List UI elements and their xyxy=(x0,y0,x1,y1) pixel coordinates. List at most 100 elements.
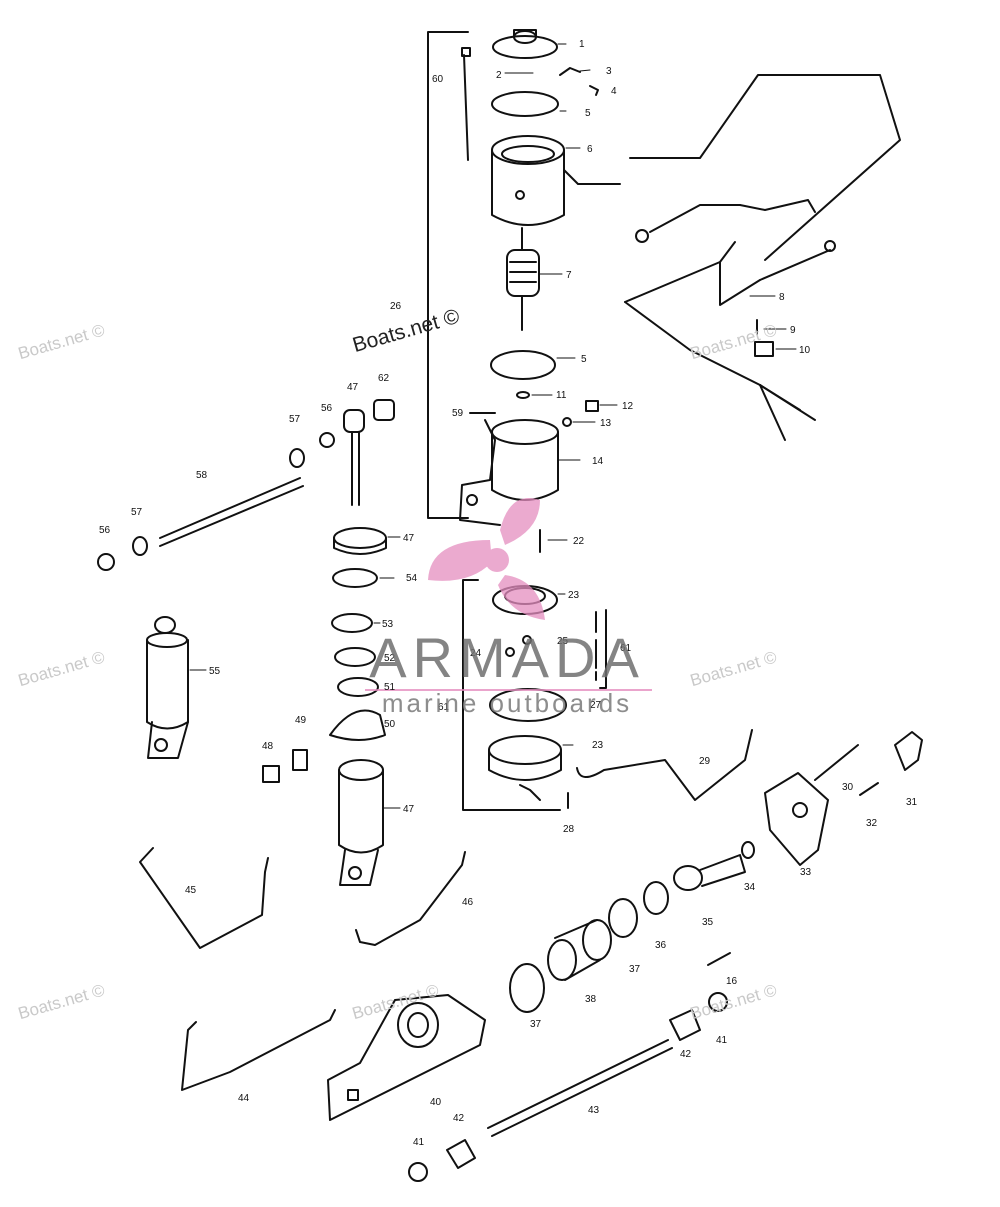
clip-part-3 xyxy=(559,67,581,76)
brand-watermark: ARMADA marine outboards xyxy=(357,630,657,719)
callout-57-lower: 57 xyxy=(131,507,143,518)
brand-tagline: marine outboards xyxy=(381,688,633,718)
armada-propeller-logo xyxy=(428,498,545,620)
callout-58: 58 xyxy=(196,470,208,481)
motor-end-cap xyxy=(492,29,567,59)
callout-16: 16 xyxy=(726,976,738,987)
sleeve-part-38 xyxy=(547,919,612,981)
callout-56-lower: 56 xyxy=(99,525,111,536)
piston-part-54 xyxy=(332,568,378,588)
callout-40: 40 xyxy=(430,1097,442,1108)
callout-47-piston: 47 xyxy=(403,533,415,544)
hydraulic-line-44 xyxy=(181,1009,336,1091)
valve-body-23-lower xyxy=(488,735,562,801)
assembly-bracket-26 xyxy=(427,31,469,519)
callout-5-lower: 5 xyxy=(581,354,587,365)
bolt-part-30 xyxy=(814,744,859,781)
hydraulic-line-45 xyxy=(139,847,269,949)
tilt-tube-43 xyxy=(487,1039,673,1137)
callout-42-lower: 42 xyxy=(453,1113,465,1124)
callout-57-upper: 57 xyxy=(289,414,301,425)
callout-37-left: 37 xyxy=(530,1019,542,1030)
fitting-part-16 xyxy=(707,952,731,966)
callout-48: 48 xyxy=(262,741,274,752)
nut-part-41-right xyxy=(708,992,728,1012)
callout-25: 25 xyxy=(557,636,569,647)
callout-50: 50 xyxy=(384,719,396,730)
callout-52: 52 xyxy=(384,653,396,664)
hydraulic-line-46 xyxy=(355,851,466,946)
callout-9: 9 xyxy=(790,325,796,336)
callout-29: 29 xyxy=(699,756,711,767)
bushing-part-42-lower xyxy=(446,1139,476,1169)
o-ring-53 xyxy=(331,613,373,633)
callout-3: 3 xyxy=(606,66,612,77)
callout-41-right: 41 xyxy=(716,1035,728,1046)
assembly-bracket-61 xyxy=(462,579,561,811)
callout-34: 34 xyxy=(744,882,756,893)
motor-housing xyxy=(491,74,901,261)
callout-51: 51 xyxy=(384,682,396,693)
plate-part-49 xyxy=(292,749,308,771)
callout-54: 54 xyxy=(406,573,418,584)
manifold-block-33 xyxy=(764,772,829,866)
nut-part-56-upper xyxy=(319,432,335,448)
callout-27: 27 xyxy=(590,700,602,711)
callout-45: 45 xyxy=(185,885,197,896)
armature xyxy=(506,227,540,331)
brand-name: ARMADA xyxy=(369,626,645,689)
pivot-pin-58 xyxy=(159,477,301,539)
bushing-part-42-right xyxy=(669,1009,701,1041)
callout-47-upper: 47 xyxy=(347,382,359,393)
callout-41-lower: 41 xyxy=(413,1137,425,1148)
o-ring-51 xyxy=(337,677,379,697)
callout-42-right: 42 xyxy=(680,1049,692,1060)
callout-23-lower: 23 xyxy=(592,740,604,751)
o-ring-36 xyxy=(643,881,669,915)
o-ring-5-lower xyxy=(490,350,556,380)
callout-53: 53 xyxy=(382,619,394,630)
o-ring-34 xyxy=(741,841,755,859)
callout-24: 24 xyxy=(470,648,482,659)
callout-22: 22 xyxy=(573,536,585,547)
callout-12: 12 xyxy=(622,401,634,412)
callout-8: 8 xyxy=(779,292,785,303)
callout-28: 28 xyxy=(563,824,575,835)
callout-14: 14 xyxy=(592,456,604,467)
clamp-part-10 xyxy=(754,341,774,357)
callout-11: 11 xyxy=(556,390,567,401)
screw-part-32 xyxy=(859,782,879,796)
callout-6: 6 xyxy=(587,144,593,155)
callout-36: 36 xyxy=(655,940,667,951)
nut-part-56-lower xyxy=(97,553,115,571)
screw-part-4 xyxy=(589,85,599,96)
o-ring-37-right xyxy=(608,898,638,938)
callout-13: 13 xyxy=(600,418,612,429)
callout-26: 26 xyxy=(390,301,402,312)
o-ring-11 xyxy=(516,391,530,399)
callout-31: 31 xyxy=(906,797,918,808)
callout-59: 59 xyxy=(452,408,464,419)
callout-38: 38 xyxy=(585,994,597,1005)
bushing-part-62 xyxy=(373,399,395,421)
washer-part-57-lower xyxy=(132,536,148,556)
callout-47-lower: 47 xyxy=(403,804,415,815)
bracket-part-31 xyxy=(894,731,923,771)
o-ring-5-top xyxy=(491,91,559,117)
callout-60: 60 xyxy=(432,74,444,85)
gland-part-50 xyxy=(329,709,386,741)
callout-62: 62 xyxy=(378,373,390,384)
callout-61-right: 61 xyxy=(620,643,632,654)
spring-set-61 xyxy=(595,609,607,689)
piston-cap-47 xyxy=(333,527,387,555)
callout-7: 7 xyxy=(566,270,572,281)
washer-part-57-upper xyxy=(289,448,305,468)
callout-37-right: 37 xyxy=(629,964,641,975)
fitting-part-12 xyxy=(585,400,599,412)
long-bolt-60 xyxy=(463,54,469,161)
callout-55: 55 xyxy=(209,666,221,677)
callout-35: 35 xyxy=(702,917,714,928)
callout-32: 32 xyxy=(866,818,878,829)
mounting-block-40 xyxy=(327,994,486,1121)
shaft-part-35 xyxy=(673,854,746,891)
